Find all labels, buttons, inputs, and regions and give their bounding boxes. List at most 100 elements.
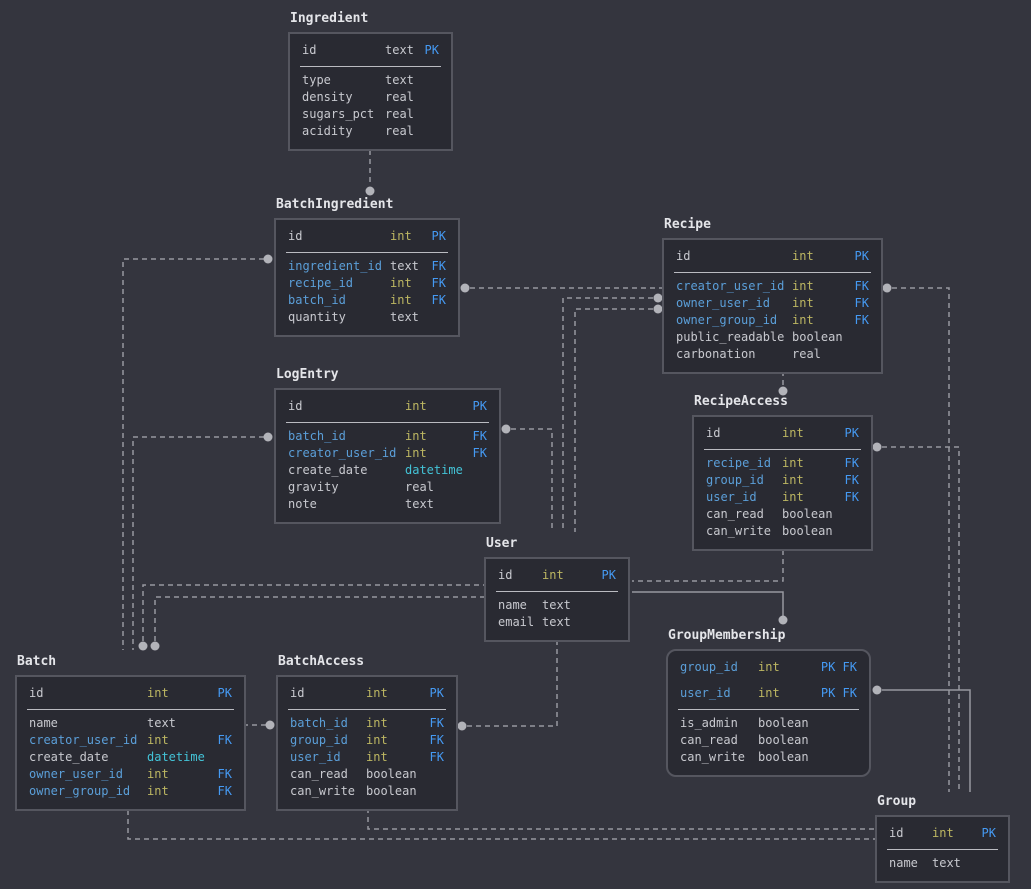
column-name: carbonation <box>676 347 756 361</box>
column-type: int <box>782 473 804 487</box>
table-title: GroupMembership <box>668 628 786 643</box>
table-title: Batch <box>17 654 57 669</box>
column-name: user_id <box>290 750 341 764</box>
column-name: owner_group_id <box>29 784 131 798</box>
column-name: sugars_pct <box>302 107 375 121</box>
column-type: text <box>147 716 176 730</box>
relation-groupmembership-user <box>632 591 784 616</box>
column-name: can_read <box>680 733 738 747</box>
column-type: boolean <box>758 716 809 730</box>
header-separator <box>27 709 234 710</box>
column-name: group_id <box>680 660 738 674</box>
column-type: text <box>390 310 419 324</box>
column-type: datetime <box>405 463 463 477</box>
table-title: Recipe <box>664 217 711 232</box>
column-name: public_readable <box>676 330 785 344</box>
key-badge: PK <box>844 426 859 440</box>
relation-recipeaccess-user <box>632 550 784 582</box>
column-name: batch_id <box>290 716 348 730</box>
column-name: name <box>889 856 918 870</box>
key-badge: FK <box>472 429 487 443</box>
column-name: id <box>889 826 904 840</box>
column-name: id <box>288 399 303 413</box>
column-type: int <box>147 784 169 798</box>
column-type: int <box>782 456 804 470</box>
key-badge: FK <box>429 750 444 764</box>
key-badge: FK <box>431 293 446 307</box>
header-separator <box>704 449 861 450</box>
key-badge: PK <box>601 568 616 582</box>
column-name: id <box>676 249 691 263</box>
relation-endpoint-dot <box>501 424 511 434</box>
key-badge: PK <box>429 686 444 700</box>
header-separator <box>887 849 998 850</box>
key-badge: FK <box>854 296 869 310</box>
relation-endpoint-dot <box>150 641 160 651</box>
relation-batch-user-2 <box>154 596 484 641</box>
key-badge: FK <box>854 279 869 293</box>
key-badge: PK <box>217 686 232 700</box>
key-badge: PK FK <box>820 686 857 700</box>
column-type: real <box>405 480 434 494</box>
header-separator <box>286 422 489 423</box>
column-name: can_write <box>290 784 356 798</box>
column-type: int <box>792 279 814 293</box>
table-title: Ingredient <box>290 11 369 26</box>
relation-batch-user-1 <box>142 584 484 641</box>
column-name: create_date <box>288 463 368 477</box>
column-name: create_date <box>29 750 109 764</box>
column-name: user_id <box>680 686 731 700</box>
column-name: id <box>288 229 303 243</box>
relation-recipe-user-1 <box>562 297 653 532</box>
column-name: owner_user_id <box>676 296 770 310</box>
column-name: is_admin <box>680 716 738 730</box>
key-badge: PK <box>424 43 439 57</box>
relation-recipe-group <box>892 287 950 792</box>
column-type: real <box>385 124 414 138</box>
column-type: real <box>385 107 414 121</box>
